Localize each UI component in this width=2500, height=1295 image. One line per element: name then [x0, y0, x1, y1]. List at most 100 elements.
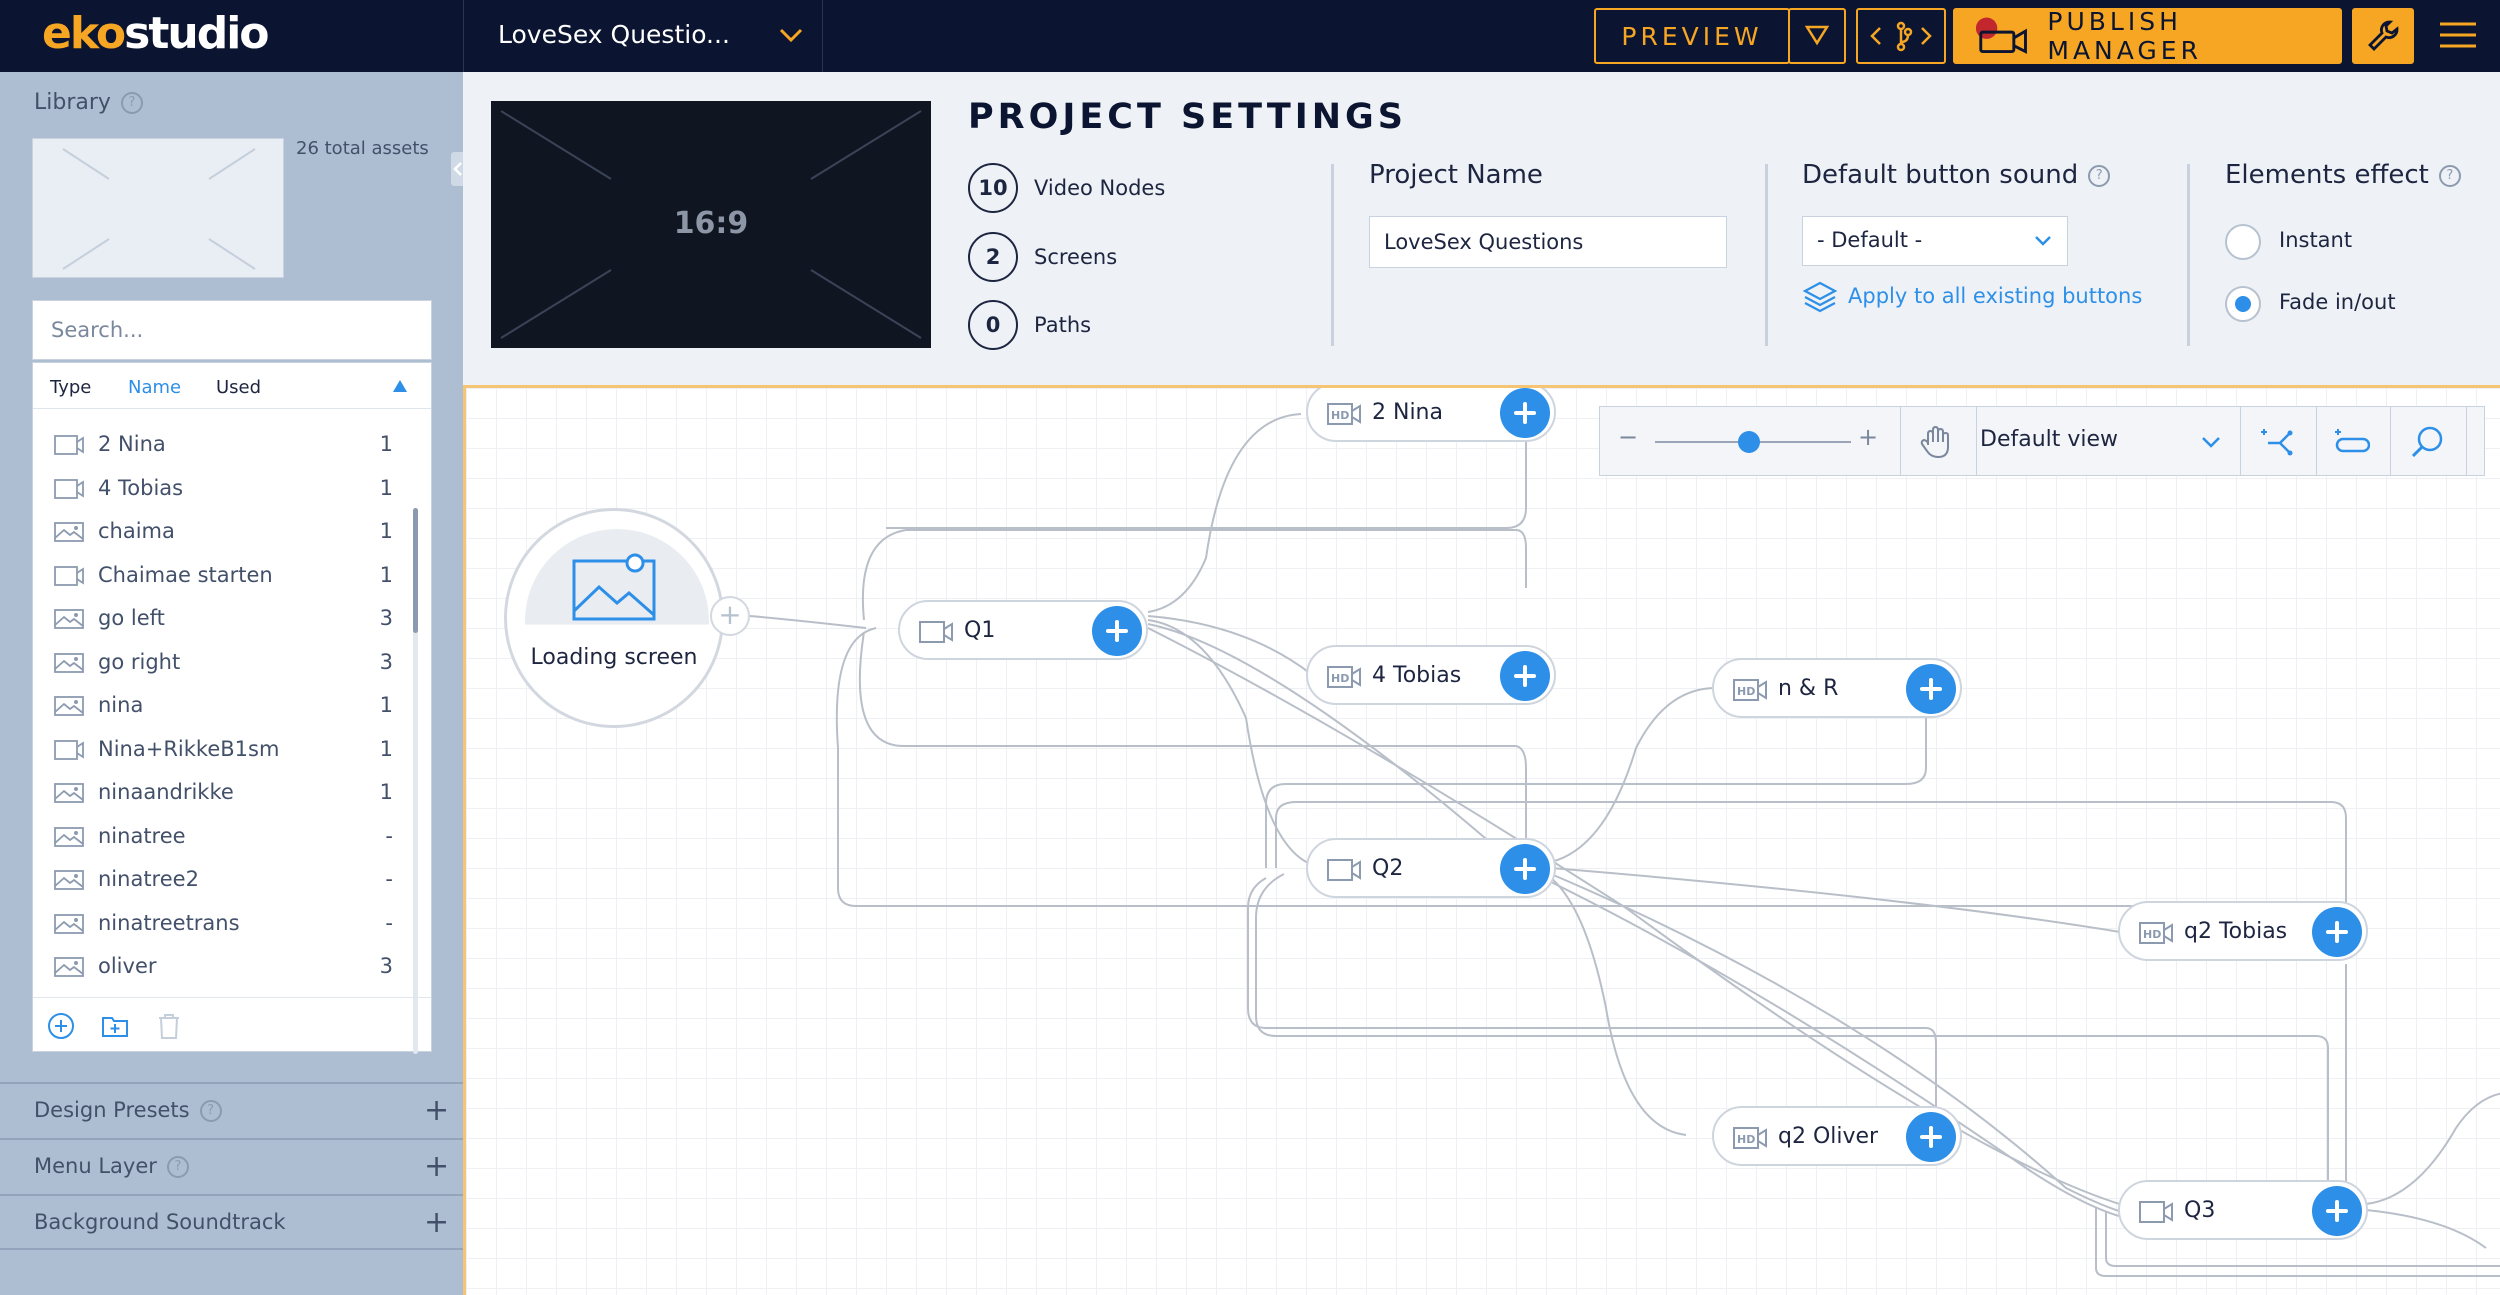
add-button[interactable]	[1906, 1112, 1956, 1162]
story-canvas[interactable]: Loading screen + HD 2 Nina Q1 HD 4 Tobia…	[463, 385, 2500, 1295]
divider	[1331, 164, 1334, 346]
sort-by-name[interactable]: Name	[128, 377, 182, 398]
view-select[interactable]: Default view	[1980, 427, 2119, 452]
add-button[interactable]	[1500, 388, 1550, 438]
search-input[interactable]	[33, 301, 431, 359]
branch-code-button[interactable]	[1856, 8, 1946, 64]
expand-plus-icon[interactable]: +	[424, 1205, 450, 1240]
button-sound-select[interactable]: - Default -	[1802, 216, 2068, 266]
divider	[2390, 407, 2391, 475]
help-icon[interactable]: ?	[2088, 164, 2111, 187]
help-icon[interactable]: ?	[120, 92, 143, 114]
expand-plus-icon[interactable]: +	[424, 1149, 450, 1184]
add-asset-icon[interactable]	[47, 1012, 75, 1040]
svg-text:HD: HD	[1331, 409, 1349, 422]
image-file-icon	[54, 782, 84, 804]
asset-name: ninatree	[98, 823, 186, 848]
svg-text:HD: HD	[1737, 685, 1755, 698]
add-path-icon[interactable]	[2260, 425, 2296, 459]
sort-by-type[interactable]: Type	[50, 377, 92, 398]
add-button[interactable]	[1500, 844, 1550, 894]
svg-text:HD: HD	[2143, 928, 2161, 941]
node-2-nina[interactable]: HD 2 Nina	[1306, 388, 1556, 442]
asset-name: 2 Nina	[98, 432, 166, 456]
add-folder-icon[interactable]	[101, 1012, 129, 1040]
project-selector[interactable]: LoveSex Questio...	[463, 0, 823, 72]
asset-list-scrollbar-track[interactable]	[413, 508, 418, 1054]
node-n-and-r[interactable]: HD n & R	[1712, 658, 1962, 718]
sort-by-used[interactable]: Used	[216, 377, 262, 398]
asset-list-item[interactable]: ninatreetrans-	[33, 904, 431, 948]
asset-list-scrollbar-thumb[interactable]	[413, 508, 418, 633]
add-button[interactable]	[2312, 907, 2362, 957]
hd-video-icon: HD	[1733, 1127, 1767, 1149]
radio-button-selected[interactable]	[2225, 286, 2261, 322]
asset-list-item[interactable]: ninatree2 -	[33, 860, 431, 904]
asset-used-count: 1	[379, 736, 393, 761]
help-icon[interactable]: ?	[166, 1156, 189, 1178]
loading-screen-node[interactable]: Loading screen	[504, 508, 724, 728]
add-button[interactable]	[1500, 651, 1550, 701]
help-icon[interactable]: ?	[199, 1100, 222, 1122]
placeholder-cross-graphic	[62, 148, 256, 270]
collapse-sidebar-handle[interactable]	[451, 152, 465, 186]
design-presets-section[interactable]: Design Presets?+	[0, 1082, 463, 1138]
eko-studio-logo[interactable]: ekostudio	[42, 8, 270, 59]
expand-plus-icon[interactable]: +	[424, 1093, 450, 1128]
project-selector-label: LoveSex Questio...	[498, 20, 730, 49]
menu-layer-section[interactable]: Menu Layer?+	[0, 1138, 463, 1194]
publish-manager-button[interactable]: PUBLISH MANAGER	[1953, 7, 2342, 65]
node-q3[interactable]: Q3	[2118, 1180, 2368, 1240]
top-bar: ekostudio LoveSex Questio... PREVIEW PUB…	[0, 0, 2500, 72]
add-button[interactable]	[2312, 1186, 2362, 1236]
node-4-tobias[interactable]: HD 4 Tobias	[1306, 645, 1556, 705]
add-button[interactable]	[1906, 664, 1956, 714]
trash-icon[interactable]	[155, 1012, 183, 1040]
asset-list-item[interactable]: ninatree-	[33, 817, 431, 861]
video-icon	[2139, 1201, 2173, 1223]
zoom-in-button[interactable]: +	[1858, 423, 1879, 451]
asset-used-count: -	[385, 867, 393, 891]
search-icon[interactable]	[2410, 425, 2446, 459]
button-sound-label: Default button sound?	[1802, 160, 2111, 190]
hamburger-menu-icon[interactable]	[2440, 22, 2476, 48]
aspect-ratio-label: 16:9	[673, 206, 749, 241]
zoom-out-button[interactable]: −	[1618, 423, 1639, 451]
node-q1[interactable]: Q1	[898, 600, 1148, 660]
background-soundtrack-section[interactable]: Background Soundtrack+	[0, 1194, 463, 1250]
node-q2[interactable]: Q2	[1306, 838, 1556, 898]
apply-to-all-buttons-link[interactable]: Apply to all existing buttons	[1802, 281, 2142, 313]
add-button[interactable]	[1092, 606, 1142, 656]
node-q2-tobias[interactable]: HD q2 Tobias	[2118, 901, 2368, 961]
asset-used-count: 3	[379, 606, 393, 630]
hd-video-icon: HD	[1733, 679, 1767, 701]
preview-options-button[interactable]	[1788, 8, 1846, 64]
preview-button[interactable]: PREVIEW	[1594, 8, 1790, 64]
node-q2-oliver[interactable]: HD q2 Oliver	[1712, 1106, 1962, 1166]
image-file-icon	[54, 608, 84, 630]
zoom-slider-handle[interactable]	[1738, 431, 1760, 453]
radio-button[interactable]	[2225, 224, 2261, 260]
asset-name: ninatree2	[98, 867, 199, 891]
pan-hand-icon[interactable]	[1918, 425, 1954, 459]
library-title: Library?	[34, 90, 143, 115]
loading-screen-add-button[interactable]: +	[710, 596, 750, 636]
sort-ascending-icon[interactable]	[393, 380, 407, 392]
settings-wrench-button[interactable]	[2352, 8, 2414, 64]
add-button-element-icon[interactable]	[2334, 425, 2370, 459]
project-name-field[interactable]: LoveSex Questions	[1369, 216, 1727, 268]
chevron-down-icon[interactable]	[2200, 431, 2222, 453]
image-file-icon	[54, 695, 84, 717]
help-icon[interactable]: ?	[2438, 164, 2461, 187]
